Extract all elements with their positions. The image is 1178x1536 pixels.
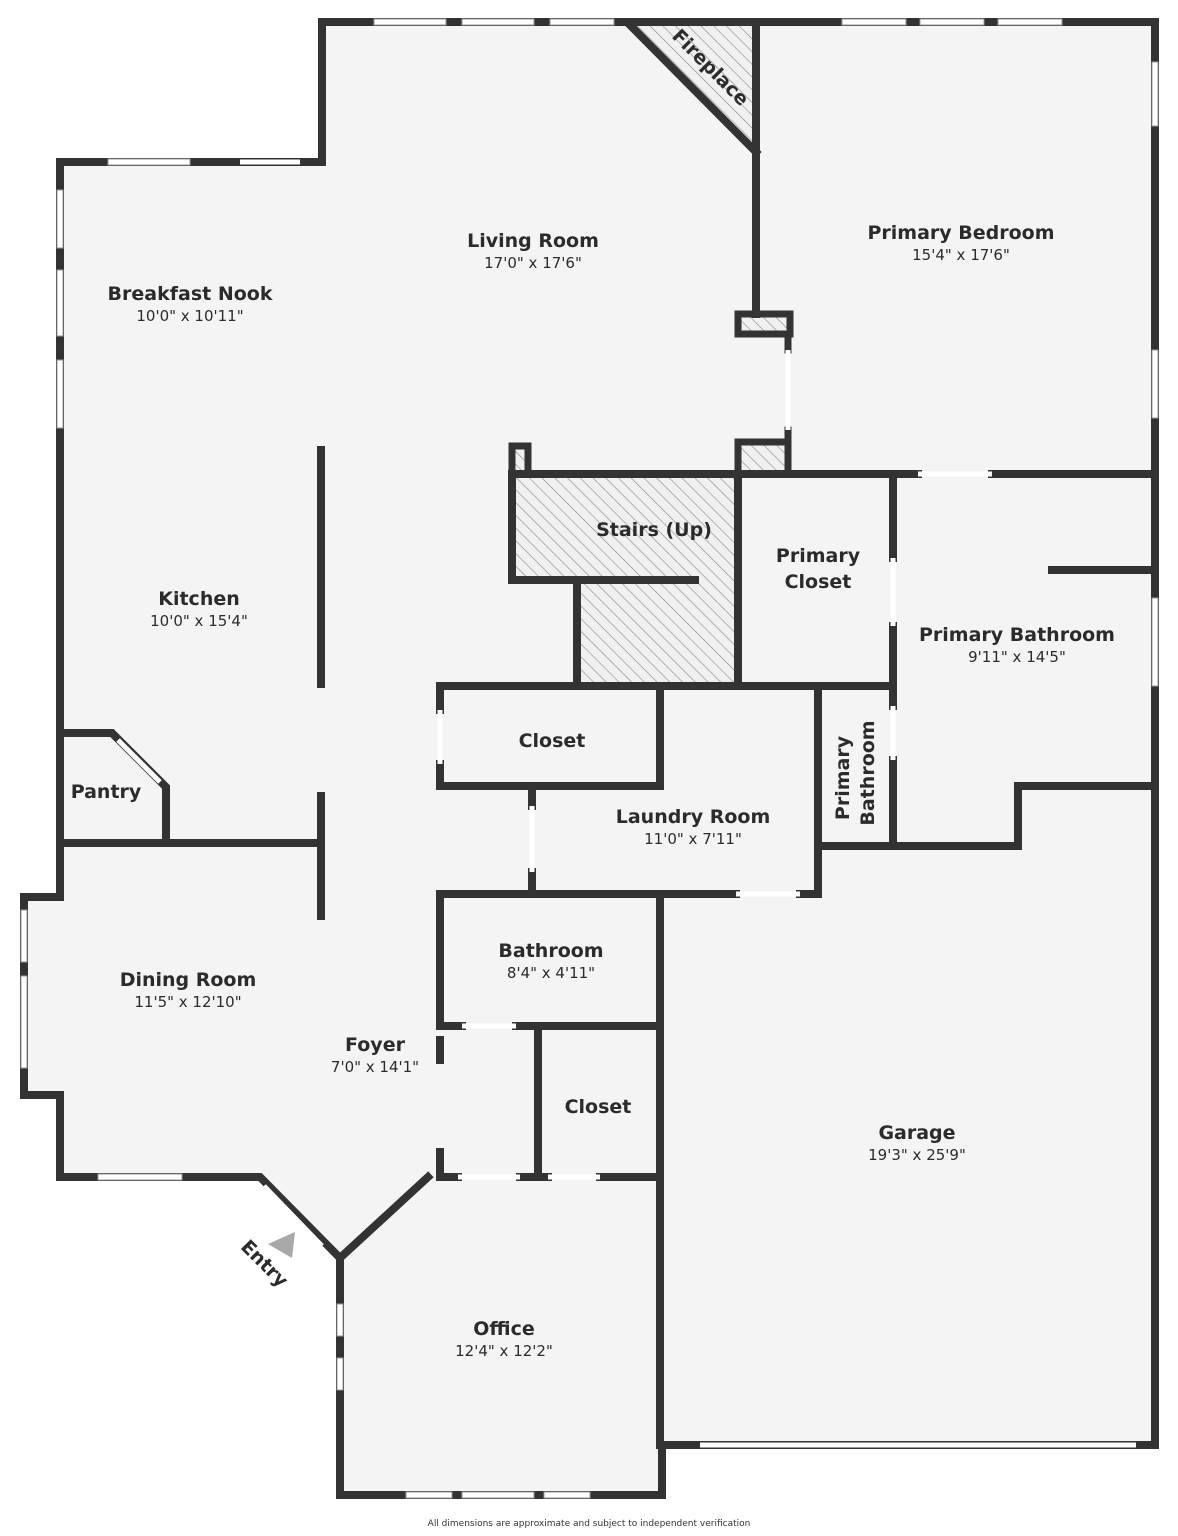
primary-bathroom-small-name-2: Bathroom (857, 720, 879, 825)
stairs-name: Stairs (Up) (596, 519, 712, 541)
primary-bathroom-dims: 9'11" x 14'5" (968, 648, 1066, 666)
breakfast-nook-name: Breakfast Nook (108, 283, 273, 305)
primary-bedroom-name: Primary Bedroom (867, 222, 1054, 244)
primary-bedroom-dims: 15'4" x 17'6" (912, 246, 1010, 264)
bathroom-dims: 8'4" x 4'11" (507, 964, 595, 982)
primary-closet-name-2: Closet (785, 571, 852, 593)
garage-dims: 19'3" x 25'9" (868, 1146, 966, 1164)
closet-upper-name: Closet (519, 730, 586, 752)
primary-closet-name-1: Primary (776, 545, 861, 567)
column-hatch-lower (738, 442, 786, 470)
foyer-name: Foyer (345, 1034, 406, 1056)
footer-note: All dimensions are approximate and subje… (427, 1519, 751, 1529)
windows (20, 18, 1159, 1499)
pantry-name: Pantry (71, 781, 142, 803)
entry-arrow-icon (268, 1232, 295, 1258)
primary-bathroom-small-name-1: Primary (832, 735, 854, 820)
kitchen-dims: 10'0" x 15'4" (150, 612, 248, 630)
interior-walls (56, 18, 1159, 1449)
dining-room-dims: 11'5" x 12'10" (134, 993, 241, 1011)
bathroom-name: Bathroom (498, 940, 603, 962)
living-room-dims: 17'0" x 17'6" (484, 254, 582, 272)
laundry-room-dims: 11'0" x 7'11" (644, 830, 742, 848)
openings (116, 159, 1136, 1448)
foyer-dims: 7'0" x 14'1" (331, 1058, 419, 1076)
office-dims: 12'4" x 12'2" (455, 1342, 553, 1360)
dining-room-name: Dining Room (120, 969, 257, 991)
column-hatch-upper (738, 314, 790, 334)
breakfast-nook-dims: 10'0" x 10'11" (136, 307, 243, 325)
room-labels: Breakfast Nook 10'0" x 10'11" Living Roo… (71, 25, 1115, 1360)
floor-area (24, 22, 1155, 1495)
living-room-name: Living Room (467, 230, 599, 252)
closet-lower-name: Closet (565, 1096, 632, 1118)
primary-bathroom-name: Primary Bathroom (919, 624, 1115, 646)
office-name: Office (473, 1318, 535, 1340)
garage-name: Garage (878, 1122, 955, 1144)
kitchen-name: Kitchen (158, 588, 240, 610)
laundry-room-name: Laundry Room (616, 806, 771, 828)
